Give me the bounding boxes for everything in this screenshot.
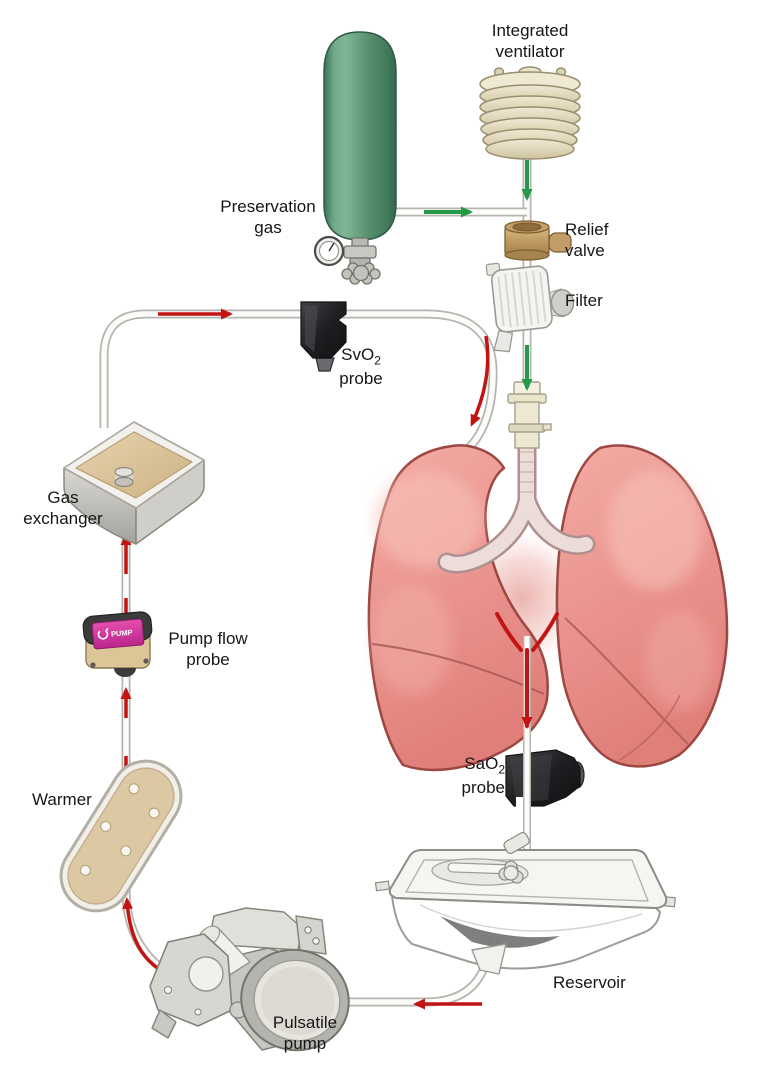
label-warmer: Warmer [32, 789, 92, 810]
label-subscript: 2 [374, 353, 381, 368]
label-line: Gas [47, 488, 79, 507]
label-text: SaO [464, 754, 499, 773]
label-text: SvO [341, 345, 375, 364]
label-line: pump [283, 1034, 327, 1054]
label-line: probe [461, 778, 505, 798]
label-line: probe [186, 650, 230, 670]
svo2-probe [300, 301, 347, 372]
label-line: Warmer [32, 790, 92, 809]
label-line: Reservoir [553, 973, 626, 992]
label-line: ventilator [495, 42, 565, 62]
gas-exchanger [63, 421, 205, 545]
pump-rotation-icon [97, 627, 109, 640]
cylinder-valve [313, 235, 381, 285]
label-line: SaO2 [435, 753, 505, 777]
tracheal-cannula [507, 381, 552, 449]
label-line: Pulsatile [272, 1013, 338, 1032]
label-line: Preservation [220, 197, 316, 216]
label-integrated-ventilator: Integrated ventilator [455, 20, 605, 62]
relief-valve [504, 220, 572, 261]
label-line: gas [254, 218, 282, 238]
integrated-ventilator [479, 66, 581, 160]
label-gas-exchanger: Gas exchanger [3, 487, 123, 529]
sao2-probe [505, 749, 585, 807]
label-relief-valve: Relief valve [565, 219, 608, 261]
gas-flow-arrows [424, 160, 533, 391]
label-line: valve [565, 241, 605, 261]
perfusate-down-arrow-icon [470, 335, 490, 427]
pulsatile-pump [149, 907, 350, 1052]
label-line: exchanger [23, 509, 103, 529]
label-line: Integrated [491, 21, 569, 40]
label-pump-flow-probe: Pump flow probe [153, 628, 263, 670]
label-svo2-probe: SvO2 probe [326, 344, 396, 389]
label-line: Filter [565, 291, 603, 310]
label-subscript: 2 [498, 762, 505, 777]
pump-flow-probe: PUMP [82, 611, 153, 677]
label-line: probe [339, 369, 383, 389]
label-preservation-gas: Preservation gas [213, 196, 323, 238]
pressure-gauge [313, 235, 345, 267]
label-reservoir: Reservoir [553, 972, 626, 993]
label-line: SvO2 [326, 344, 396, 368]
pump-screen-text: PUMP [111, 628, 133, 639]
filter [485, 262, 575, 353]
label-pulsatile-pump: Pulsatile pump [250, 1012, 360, 1054]
label-sao2-probe: SaO2 probe [435, 753, 505, 798]
cylinder-knob [341, 262, 381, 285]
reservoir-port [498, 831, 530, 884]
outflow-merge-arrow-icon [495, 612, 559, 729]
lungs [367, 444, 729, 772]
preservation-gas-cylinder [313, 31, 397, 285]
pump-head [240, 948, 350, 1052]
label-line: Pump flow [168, 629, 248, 648]
label-filter: Filter [565, 290, 603, 311]
exchanger-port [114, 466, 134, 488]
label-line: Relief [565, 220, 609, 239]
reservoir [374, 831, 676, 975]
warmer [59, 759, 183, 913]
